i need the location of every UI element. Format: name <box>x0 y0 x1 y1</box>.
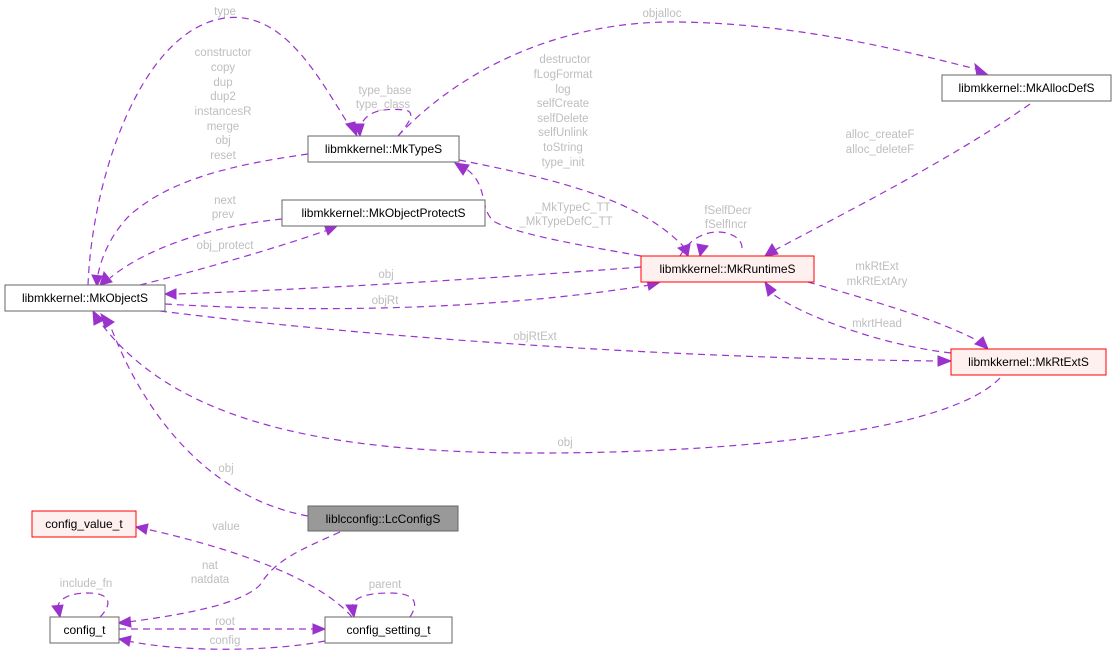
edge-objalloc: objalloc <box>397 8 990 137</box>
edge-objrtext: objRtExt <box>159 310 953 367</box>
edge-obj-protect: obj_protect <box>139 223 339 286</box>
edge-label: alloc_deleteF <box>846 144 914 156</box>
node-config-value-t[interactable]: config_value_t <box>31 510 137 538</box>
edge-label: toString <box>543 142 583 154</box>
edge-label: mkrtHead <box>852 318 902 330</box>
edge-label: copy <box>211 62 236 74</box>
edge-fself: fSelfDecr fSelfIncr <box>679 205 752 258</box>
edge-label: type <box>214 6 236 18</box>
node-mkobjects[interactable]: libmkkernel::MkObjectS <box>4 284 166 312</box>
edge-label: destructor <box>539 54 590 66</box>
edge-label: _MkTypeDefC_TT <box>518 216 612 228</box>
edge-label: type_class <box>356 99 411 111</box>
svg-text:liblcconfig::LcConfigS: liblcconfig::LcConfigS <box>326 512 441 526</box>
edge-label: obj <box>378 269 393 281</box>
edge-mktypec-tt: _MkTypeC_TT _MkTypeDefC_TT <box>453 162 642 257</box>
edge-type: type <box>87 6 358 286</box>
edge-label: type_init <box>542 157 586 169</box>
edge-label: reset <box>210 150 236 162</box>
edge-mktypes-mkobjects: constructor copy dup dup2 instancesR mer… <box>91 47 309 288</box>
edge-config: config <box>117 635 326 650</box>
node-mkobjectprotects[interactable]: libmkkernel::MkObjectProtectS <box>281 199 486 227</box>
edge-mktypes-runtime: destructor fLogFormat log selfCreate sel… <box>458 54 691 257</box>
edge-label: obj <box>557 437 572 449</box>
edge-label: next <box>214 195 237 207</box>
edge-label: type_base <box>358 85 411 97</box>
edge-root: root <box>119 616 327 635</box>
edge-label: obj_protect <box>197 240 255 252</box>
edge-objrt: objRt <box>164 279 662 310</box>
edge-label: _MkTypeC_TT <box>534 202 610 214</box>
node-mkrtexts[interactable]: libmkkernel::MkRtExtS <box>950 348 1107 376</box>
edge-label: root <box>215 616 236 628</box>
edge-label: selfUnlink <box>538 127 588 139</box>
edge-label: selfDelete <box>537 113 588 125</box>
svg-text:libmkkernel::MkRuntimeS: libmkkernel::MkRuntimeS <box>659 262 795 276</box>
edge-label: objalloc <box>643 8 682 20</box>
node-config-setting-t[interactable]: config_setting_t <box>324 616 453 644</box>
svg-text:config_t: config_t <box>63 623 106 637</box>
edge-mkrtext: mkRtExt mkRtExtAry <box>807 261 989 350</box>
edge-alloc: alloc_createF alloc_deleteF <box>764 103 1031 257</box>
svg-text:config_value_t: config_value_t <box>45 517 123 531</box>
edge-label: fSelfIncr <box>705 219 747 231</box>
edge-label: include_fn <box>60 578 112 590</box>
edge-label: obj <box>215 135 230 147</box>
edge-label: mkRtExt <box>855 261 899 273</box>
edge-label: fSelfDecr <box>704 205 751 217</box>
edge-value: value <box>134 521 353 618</box>
edge-label: prev <box>212 209 235 221</box>
svg-text:libmkkernel::MkObjectProtectS: libmkkernel::MkObjectProtectS <box>301 206 465 220</box>
edge-label: selfCreate <box>537 98 589 110</box>
edge-parent: parent <box>345 579 416 619</box>
edge-label: natdata <box>191 574 230 586</box>
node-config-t[interactable]: config_t <box>49 616 120 644</box>
edge-label: alloc_createF <box>845 129 914 141</box>
svg-text:config_setting_t: config_setting_t <box>346 623 431 637</box>
edge-label: constructor <box>195 47 252 59</box>
edge-label: nat <box>202 560 219 572</box>
svg-text:libmkkernel::MkRtExtS: libmkkernel::MkRtExtS <box>968 355 1089 369</box>
edge-label: obj <box>218 463 233 475</box>
edge-runtime-obj: obj <box>163 266 642 300</box>
edge-label: objRtExt <box>513 331 557 343</box>
edge-label: value <box>212 521 240 533</box>
edge-label: dup <box>213 77 232 89</box>
edge-label: config <box>210 635 241 647</box>
edge-label: objRt <box>372 295 400 307</box>
edge-label: dup2 <box>210 91 236 103</box>
node-mkruntimes[interactable]: libmkkernel::MkRuntimeS <box>640 255 815 283</box>
node-lcconfigs[interactable]: liblcconfig::LcConfigS <box>307 505 459 532</box>
svg-text:libmkkernel::MkObjectS: libmkkernel::MkObjectS <box>22 291 148 305</box>
edge-label: log <box>555 84 570 96</box>
svg-text:libmkkernel::MkAllocDefS: libmkkernel::MkAllocDefS <box>958 81 1094 95</box>
svg-text:libmkkernel::MkTypeS: libmkkernel::MkTypeS <box>325 142 442 156</box>
edge-label: mkRtExtAry <box>847 276 908 288</box>
edge-nat: nat natdata <box>116 531 341 628</box>
edge-label: fLogFormat <box>534 69 594 81</box>
edge-label: merge <box>207 121 240 133</box>
edge-include-fn: include_fn <box>51 578 112 619</box>
node-mktypes[interactable]: libmkkernel::MkTypeS <box>307 135 460 163</box>
edge-next-prev: next prev <box>99 195 283 286</box>
edge-type-base: type_base type_class <box>352 85 412 138</box>
edge-rtext-obj: obj <box>92 309 1001 454</box>
edge-mkrthead: mkrtHead <box>764 280 952 354</box>
edge-lcconfig-obj: obj <box>100 312 309 517</box>
edge-label: instancesR <box>195 106 252 118</box>
edge-label: parent <box>369 579 402 591</box>
node-mkallocdefs[interactable]: libmkkernel::MkAllocDefS <box>941 74 1112 102</box>
